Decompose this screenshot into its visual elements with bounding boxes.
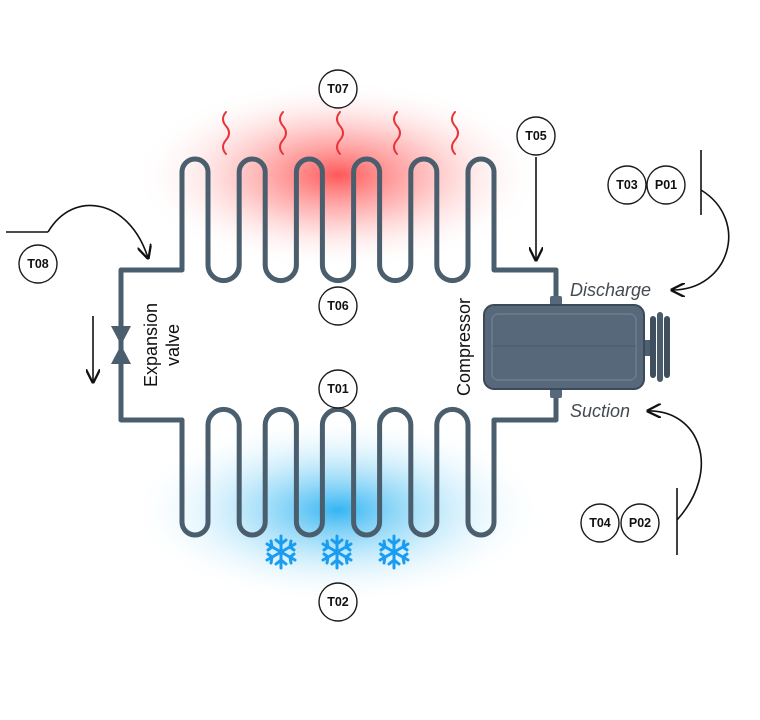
sensor-t03: T03 — [607, 165, 647, 205]
snowflake-icon — [265, 534, 410, 570]
sensor-p01: P01 — [646, 165, 686, 205]
svg-text:P01: P01 — [655, 178, 677, 192]
sensor-t06: T06 — [318, 286, 358, 326]
compressor-label: Compressor — [454, 298, 474, 396]
expansion-valve-label-line1: Expansion — [141, 303, 161, 387]
sensor-p02: P02 — [620, 503, 660, 543]
t08-arrow — [47, 204, 148, 258]
expansion-valve-label-line2: valve — [163, 324, 183, 366]
suction-label: Suction — [570, 401, 630, 421]
expansion-valve-icon — [111, 326, 131, 364]
sensor-t08: T08 — [18, 244, 58, 284]
sensor-t02: T02 — [318, 582, 358, 622]
t03-p01-arrow — [672, 189, 730, 290]
svg-text:T08: T08 — [27, 257, 49, 271]
svg-text:T02: T02 — [327, 595, 349, 609]
evaporator-cold-glow — [128, 415, 548, 605]
svg-text:P02: P02 — [629, 516, 651, 530]
svg-text:T06: T06 — [327, 299, 349, 313]
heat-wave-icon — [222, 111, 459, 155]
svg-text:T01: T01 — [327, 382, 349, 396]
sensor-t07: T07 — [318, 69, 358, 109]
svg-text:T05: T05 — [525, 129, 547, 143]
svg-text:T03: T03 — [616, 178, 638, 192]
svg-text:T04: T04 — [589, 516, 611, 530]
sensor-t05: T05 — [516, 116, 556, 156]
t04-p02-arrow — [648, 411, 703, 521]
svg-text:T07: T07 — [327, 82, 349, 96]
discharge-label: Discharge — [570, 280, 651, 300]
compressor-icon — [483, 296, 670, 398]
sensor-t04: T04 — [580, 503, 620, 543]
sensor-t01: T01 — [318, 369, 358, 409]
condenser-heat-glow — [133, 80, 543, 270]
